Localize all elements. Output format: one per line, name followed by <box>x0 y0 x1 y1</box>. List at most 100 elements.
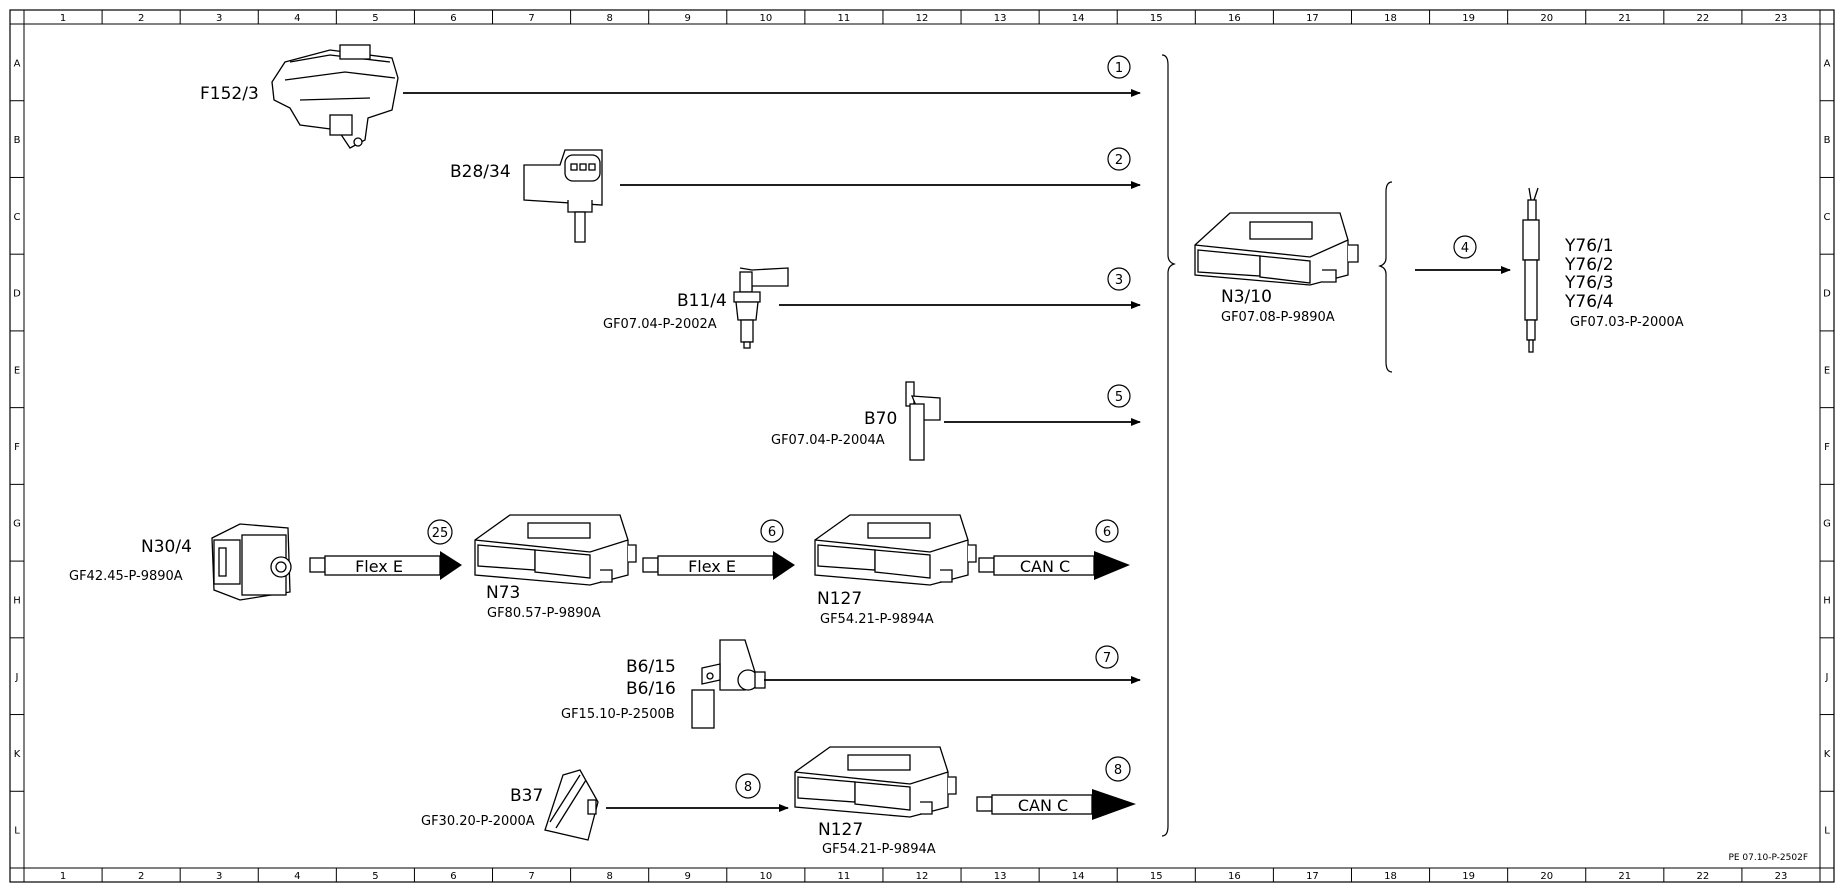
signal-6b-circle <box>1095 519 1119 543</box>
grid-column-label-top: 9 <box>685 13 691 24</box>
signal-25-number: 25 <box>432 526 449 541</box>
n127-lower-module-icon <box>794 746 957 818</box>
grid-column-label-top: 5 <box>372 13 378 24</box>
f152-label: F152/3 <box>200 84 259 104</box>
grid-row-label-right: C <box>1824 212 1831 223</box>
grid-row-label-right: A <box>1824 58 1831 69</box>
b11-component-icon <box>733 267 789 349</box>
grid-column-label-bottom: 9 <box>685 871 691 882</box>
grid-column-label-top: 21 <box>1618 13 1631 24</box>
grid-column-label-bottom: 3 <box>216 871 222 882</box>
b70-component-icon <box>905 381 941 461</box>
n30-ref: GF42.45-P-9890A <box>69 569 183 584</box>
y76-label-3: Y76/3 <box>1564 273 1614 293</box>
b37-ref: GF30.20-P-2000A <box>421 814 535 829</box>
outer-frame <box>9 9 1835 883</box>
grid-column-label-bottom: 11 <box>838 871 851 882</box>
b6-label-2: B6/16 <box>626 679 676 699</box>
grid-column-label-bottom: 21 <box>1618 871 1631 882</box>
n127-lower-label: N127 <box>818 820 863 840</box>
signal-3-circle <box>1107 267 1131 291</box>
grid-column-label-bottom: 16 <box>1228 871 1241 882</box>
grid-column-label-top: 14 <box>1072 13 1085 24</box>
signal-3-number: 3 <box>1115 273 1123 288</box>
b11-label: B11/4 <box>677 291 727 311</box>
output-brace <box>1378 181 1393 373</box>
grid-column-label-bottom: 7 <box>528 871 534 882</box>
grid-column-label-top: 12 <box>916 13 929 24</box>
y76-label-1: Y76/1 <box>1564 236 1614 256</box>
canc-bus-2-label: CAN C <box>1018 796 1068 815</box>
grid-column-label-bottom: 14 <box>1072 871 1085 882</box>
grid-column-label-top: 8 <box>606 13 612 24</box>
y76-label-4: Y76/4 <box>1564 292 1614 312</box>
n30-label: N30/4 <box>141 537 192 557</box>
signal-1-circle <box>1107 55 1131 79</box>
grid-column-label-bottom: 22 <box>1697 871 1710 882</box>
grid-column-label-bottom: 2 <box>138 871 144 882</box>
grid-row-label-right: L <box>1824 826 1830 837</box>
grid-row-label-left: H <box>13 595 21 606</box>
grid-column-label-bottom: 17 <box>1306 871 1319 882</box>
n127-upper-module-icon <box>814 514 977 586</box>
grid-row-label-left: K <box>14 749 21 760</box>
n73-ref: GF80.57-P-9890A <box>487 606 601 621</box>
grid-column-label-bottom: 4 <box>294 871 300 882</box>
input-brace <box>1161 54 1176 837</box>
grid-row-label-left: G <box>13 519 21 530</box>
signal-5-number: 5 <box>1115 390 1123 405</box>
grid-column-label-bottom: 5 <box>372 871 378 882</box>
b6-ref: GF15.10-P-2500B <box>561 707 675 722</box>
signal-5-circle <box>1107 384 1131 408</box>
b11-ref: GF07.04-P-2002A <box>603 317 717 332</box>
inner-frame <box>23 23 1821 869</box>
signal-7-circle <box>1095 645 1119 669</box>
grid-column-label-bottom: 10 <box>759 871 772 882</box>
signal-8a-circle <box>735 773 761 799</box>
signal-1-number: 1 <box>1115 61 1123 76</box>
grid-column-label-top: 2 <box>138 13 144 24</box>
grid-column-label-bottom: 19 <box>1462 871 1475 882</box>
grid-column-label-top: 22 <box>1697 13 1710 24</box>
grid-column-label-top: 16 <box>1228 13 1241 24</box>
grid-row-label-right: K <box>1824 749 1831 760</box>
signal-8a-number: 8 <box>744 780 752 795</box>
y76-injector-icon <box>1522 187 1540 353</box>
canc-bus-1-label: CAN C <box>1020 557 1070 576</box>
grid-column-label-top: 20 <box>1540 13 1553 24</box>
grid-row-label-left: A <box>14 58 21 69</box>
grid-column-label-bottom: 20 <box>1540 871 1553 882</box>
b28-label: B28/34 <box>450 162 511 182</box>
grid-column-label-bottom: 12 <box>916 871 929 882</box>
grid-row-label-left: D <box>13 289 21 300</box>
b6-label-1: B6/15 <box>626 657 676 677</box>
grid-row-label-right: B <box>1824 135 1831 146</box>
b70-ref: GF07.04-P-2004A <box>771 433 885 448</box>
flexe-bus-1-label: Flex E <box>355 557 403 576</box>
y76-label-2: Y76/2 <box>1564 255 1614 275</box>
signal-6a-circle <box>760 519 784 543</box>
n127-lower-ref: GF54.21-P-9894A <box>822 842 936 857</box>
grid-ticks <box>10 10 1834 882</box>
grid-column-label-top: 15 <box>1150 13 1163 24</box>
grid-column-label-bottom: 18 <box>1384 871 1397 882</box>
b6-component-icon <box>691 639 766 729</box>
grid-column-label-top: 7 <box>528 13 534 24</box>
document-number: PE 07.10-P-2502F <box>1728 853 1808 863</box>
signal-7-number: 7 <box>1103 651 1111 666</box>
signal-6b-number: 6 <box>1103 525 1111 540</box>
grid-row-label-right: F <box>1824 442 1830 453</box>
b70-label: B70 <box>864 409 897 429</box>
grid-column-label-bottom: 13 <box>994 871 1007 882</box>
grid-column-label-bottom: 23 <box>1775 871 1788 882</box>
grid-column-label-top: 23 <box>1775 13 1788 24</box>
grid-row-label-left: E <box>14 365 20 376</box>
grid-column-label-top: 18 <box>1384 13 1397 24</box>
grid-column-label-bottom: 6 <box>450 871 456 882</box>
flexe-bus-1 <box>309 551 462 580</box>
grid-row-label-left: C <box>14 212 21 223</box>
signal-2-number: 2 <box>1115 153 1123 168</box>
grid-column-label-bottom: 1 <box>60 871 66 882</box>
flexe-bus-2-label: Flex E <box>688 557 736 576</box>
